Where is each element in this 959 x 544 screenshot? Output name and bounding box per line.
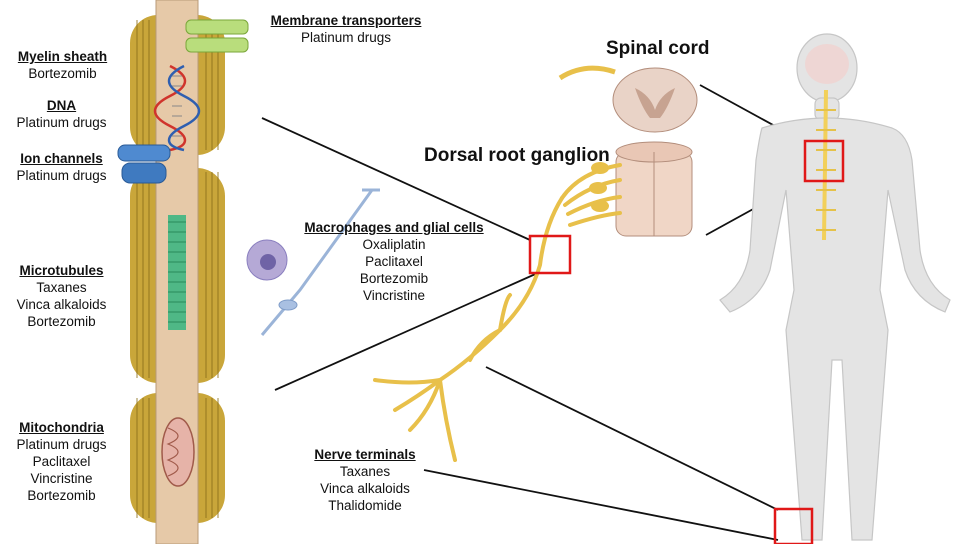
macrophage-icon [247,240,287,280]
label-nerve-terminals: Nerve terminals Taxanes Vinca alkaloids … [300,446,430,514]
ganglion-cell-bodies [589,162,609,212]
myelin-item: Bortezomib [0,65,125,82]
nerve-item-3: Thalidomide [300,497,430,514]
nerve-item-2: Vinca alkaloids [300,480,430,497]
microtubules-item-2: Vinca alkaloids [0,296,123,313]
mitochondria-item-3: Vincristine [0,470,123,487]
macrophages-item-3: Bortezomib [292,270,496,287]
macrophages-item-1: Oxaliplatin [292,236,496,253]
macrophages-item-2: Paclitaxel [292,253,496,270]
ion-item: Platinum drugs [0,167,123,184]
ion-channel-icon [118,145,170,183]
macrophages-title: Macrophages and glial cells [292,219,496,236]
nerve-title: Nerve terminals [300,446,430,463]
mitochondria-title: Mitochondria [0,419,123,436]
label-microtubules: Microtubules Taxanes Vinca alkaloids Bor… [0,262,123,330]
peripheral-nerve [375,165,620,460]
myelin-title: Myelin sheath [0,48,125,65]
membrane-item: Platinum drugs [256,29,436,46]
label-macrophages-glial: Macrophages and glial cells Oxaliplatin … [292,219,496,304]
microtubules-title: Microtubules [0,262,123,279]
spinal-cord-section [560,68,697,132]
dna-title: DNA [0,97,123,114]
label-myelin-sheath: Myelin sheath Bortezomib [0,48,125,82]
mitochondria-item-4: Bortezomib [0,487,123,504]
label-membrane-transporters: Membrane transporters Platinum drugs [256,12,436,46]
microtubules-item-3: Bortezomib [0,313,123,330]
mitochondria-item-1: Platinum drugs [0,436,123,453]
mitochondria-item-2: Paclitaxel [0,453,123,470]
dorsal-root-ganglion [616,142,692,236]
microtubules-item-1: Taxanes [0,279,123,296]
microtubule-icon [168,215,186,330]
label-mitochondria: Mitochondria Platinum drugs Paclitaxel V… [0,419,123,504]
membrane-title: Membrane transporters [256,12,436,29]
mitochondria-icon [162,418,194,486]
ion-title: Ion channels [0,150,123,167]
nerve-item-1: Taxanes [300,463,430,480]
label-dna: DNA Platinum drugs [0,97,123,131]
label-ion-channels: Ion channels Platinum drugs [0,150,123,184]
dorsal-root-ganglion-label: Dorsal root ganglion [424,145,610,167]
dna-item: Platinum drugs [0,114,123,131]
spinal-cord-label: Spinal cord [606,38,709,60]
macrophages-item-4: Vincristine [292,287,496,304]
